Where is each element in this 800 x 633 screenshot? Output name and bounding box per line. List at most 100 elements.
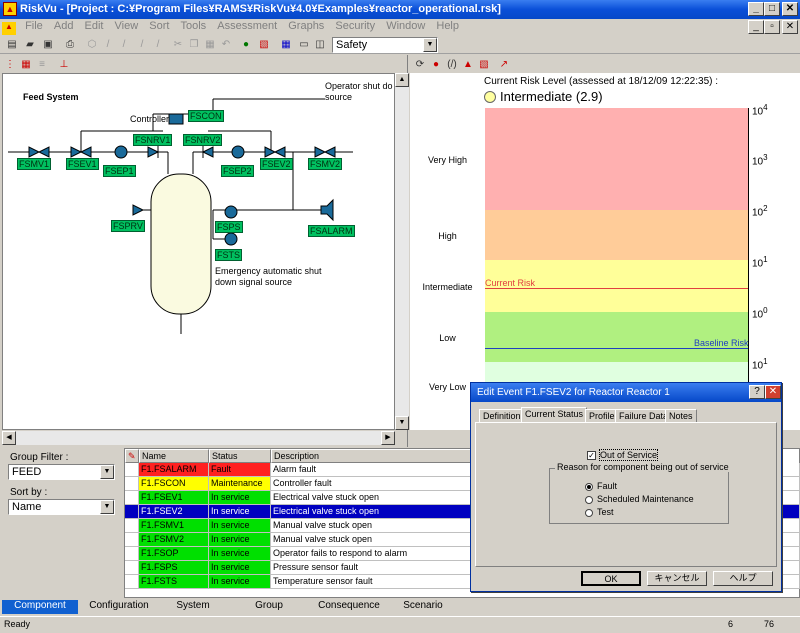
row-marker	[125, 463, 139, 477]
tag-fsalarm[interactable]: FSALARM	[308, 225, 355, 237]
cell-status: In service	[209, 561, 271, 575]
tab-configuration[interactable]: Configuration	[89, 600, 149, 611]
tab-notes[interactable]: Notes	[665, 409, 697, 423]
col-description[interactable]: Description	[271, 449, 471, 463]
tab-definition[interactable]: Definition	[479, 409, 525, 423]
save-icon[interactable]: ▣	[43, 39, 53, 50]
menu-security[interactable]: Security	[335, 20, 376, 32]
band-high	[485, 210, 748, 260]
menu-tools[interactable]: Tools	[180, 20, 207, 32]
tag-fscon[interactable]: FSCON	[188, 110, 224, 122]
menu-sort[interactable]: Sort	[149, 20, 170, 32]
tag-fsts[interactable]: FSTS	[215, 249, 243, 261]
copy-icon[interactable]: ❐	[189, 39, 199, 50]
tag-fsnrv2[interactable]: FSNRV2	[183, 134, 223, 146]
undo-icon[interactable]: ↶	[221, 39, 231, 50]
tab-component[interactable]: Component	[2, 600, 78, 614]
print-icon[interactable]: ⎙	[66, 39, 74, 50]
line-icon[interactable]: /	[106, 39, 110, 50]
group-filter-label: Group Filter :	[10, 452, 69, 463]
cell-name: F1.FSEV2	[139, 505, 209, 519]
tag-fsprv[interactable]: FSPRV	[111, 220, 145, 232]
level-high: High	[438, 231, 457, 241]
close-button[interactable]: ✕	[782, 2, 798, 16]
scroll-right-icon[interactable]: ▶	[381, 431, 395, 445]
bracket-icon[interactable]: (/)	[447, 59, 457, 70]
report-icon[interactable]: ▧	[259, 39, 269, 50]
tab-profile[interactable]: Profile	[585, 409, 619, 423]
line2-icon[interactable]: /	[122, 39, 126, 50]
maximize-button[interactable]: □	[764, 2, 780, 16]
dialog-help-icon[interactable]: ?	[749, 385, 765, 399]
radio-test[interactable]	[585, 509, 593, 517]
line4-icon[interactable]: /	[156, 39, 160, 50]
cut-icon[interactable]: ✂	[173, 39, 183, 50]
menu-view[interactable]: View	[114, 20, 139, 32]
flag-icon[interactable]: ⊥	[59, 59, 69, 70]
note-icon[interactable]: ▧	[479, 59, 489, 70]
group-filter-select[interactable]: FEED ▼	[8, 464, 115, 480]
line3-icon[interactable]: /	[140, 39, 144, 50]
scroll-down-icon[interactable]: ▼	[395, 416, 409, 430]
help-button[interactable]: ヘルプ	[713, 571, 773, 586]
cancel-button[interactable]: キャンセル	[647, 571, 707, 586]
tag-fsep2[interactable]: FSEP2	[221, 165, 254, 177]
menu-add[interactable]: Add	[53, 20, 74, 32]
diagram-hscrollbar[interactable]: ◀ ▶	[2, 431, 395, 445]
radio-maintenance[interactable]	[585, 496, 593, 504]
sort-by-select[interactable]: Name ▼	[8, 499, 115, 515]
tag-fsmv2[interactable]: FSMV2	[308, 158, 343, 170]
menu-window[interactable]: Window	[386, 20, 426, 32]
dock-icon[interactable]: ◫	[315, 39, 325, 50]
tree-icon[interactable]: ⋮	[5, 59, 15, 70]
col-name[interactable]: Name	[139, 449, 209, 463]
level-very-low: Very Low	[428, 382, 467, 392]
risk-level-indicator-icon	[484, 91, 496, 103]
tag-fsev1[interactable]: FSEV1	[66, 158, 99, 170]
stop-icon[interactable]: ●	[432, 59, 440, 70]
tag-fsnrv1[interactable]: FSNRV1	[133, 134, 173, 146]
scroll-up-icon[interactable]: ▲	[395, 73, 409, 87]
view-select[interactable]: Safety ▼	[332, 37, 438, 53]
tab-system[interactable]: System	[176, 600, 210, 611]
warning-icon[interactable]: ▲	[463, 59, 473, 70]
tag-fsev2[interactable]: FSEV2	[260, 158, 293, 170]
copy-format-icon[interactable]: ⬡	[87, 39, 97, 50]
out-of-service-checkbox[interactable]: ✓	[587, 451, 596, 460]
mdi-minimize-button[interactable]: _	[748, 20, 764, 34]
group-filter-value: FEED	[12, 466, 42, 478]
minimize-button[interactable]: _	[748, 2, 764, 16]
tab-failure-data[interactable]: Failure Data	[615, 409, 673, 423]
layout-icon[interactable]: ≡	[39, 59, 45, 70]
tab-group[interactable]: Group	[255, 600, 283, 611]
paste-icon[interactable]: ▦	[205, 39, 215, 50]
open-icon[interactable]: ▰	[26, 39, 34, 50]
diagram-vscrollbar[interactable]: ▲ ▼	[395, 73, 409, 430]
menu-assessment[interactable]: Assessment	[217, 20, 278, 32]
menu-graphs[interactable]: Graphs	[288, 20, 325, 32]
scroll-left-icon[interactable]: ◀	[2, 431, 16, 445]
grid-icon[interactable]: ▦	[281, 39, 291, 50]
menu-file[interactable]: File	[25, 20, 43, 32]
dialog-close-icon[interactable]: ✕	[765, 385, 781, 399]
tab-consequence[interactable]: Consequence	[318, 600, 380, 611]
tag-fsmv1[interactable]: FSMV1	[17, 158, 52, 170]
tag-fsps[interactable]: FSPS	[215, 221, 243, 233]
traffic-light-icon[interactable]: ●	[242, 39, 250, 50]
tab-current-status[interactable]: Current Status	[521, 407, 588, 423]
tag-fsep1[interactable]: FSEP1	[103, 165, 136, 177]
col-status[interactable]: Status	[209, 449, 271, 463]
window-icon[interactable]: ▭	[299, 39, 309, 50]
tab-scenario[interactable]: Scenario	[403, 600, 443, 611]
grid-view-icon[interactable]: ▦	[21, 59, 31, 70]
mdi-close-button[interactable]: ✕	[782, 20, 798, 34]
cell-status: In service	[209, 519, 271, 533]
radio-fault[interactable]	[585, 483, 593, 491]
new-icon[interactable]: ▤	[7, 39, 17, 50]
menu-edit[interactable]: Edit	[84, 20, 104, 32]
mdi-restore-button[interactable]: ▫	[764, 20, 780, 34]
trend-icon[interactable]: ↗	[499, 59, 509, 70]
refresh-icon[interactable]: ⟳	[415, 59, 425, 70]
ok-button[interactable]: OK	[581, 571, 641, 586]
menu-help[interactable]: Help	[436, 20, 459, 32]
